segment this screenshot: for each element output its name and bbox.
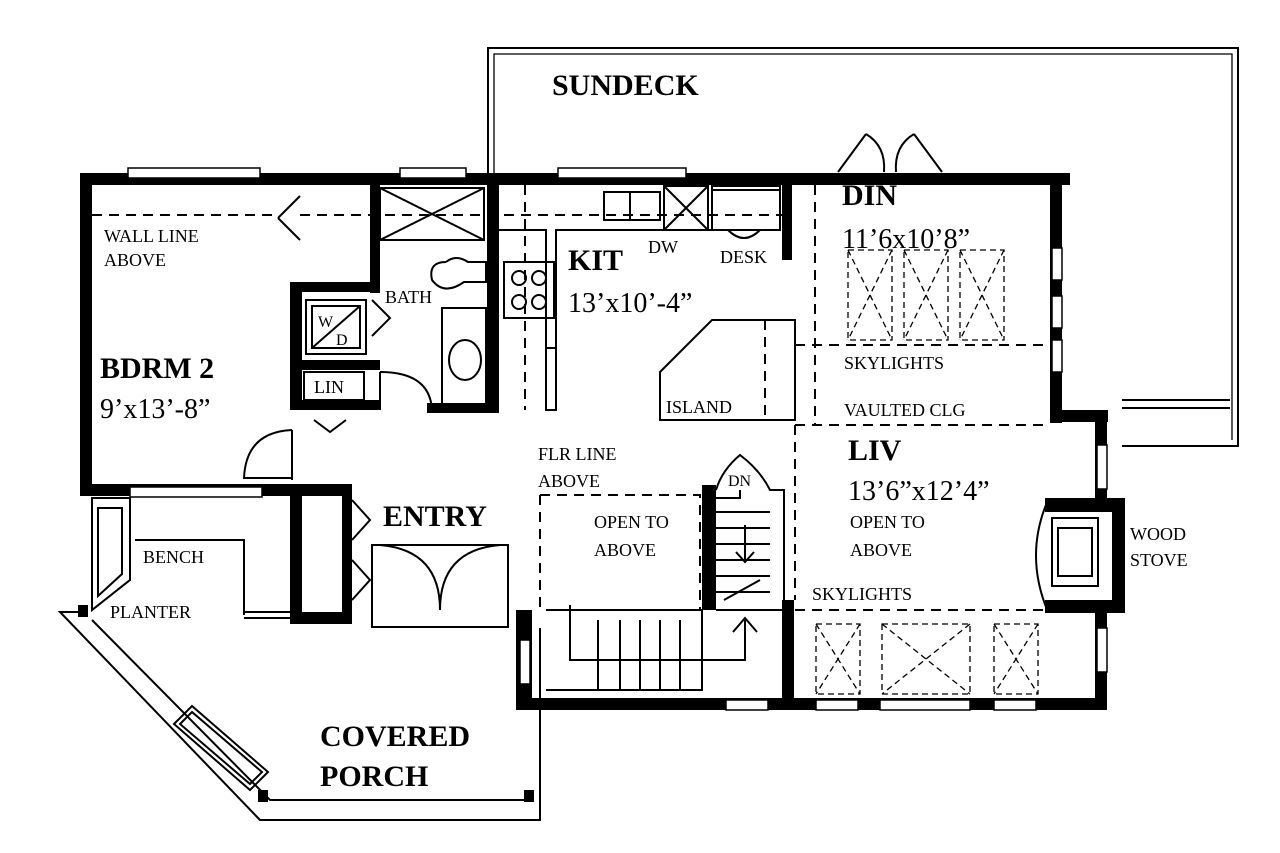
note-dw: DW	[648, 237, 678, 257]
note-washer: W	[318, 314, 334, 331]
note-vaulted-clg: VAULTED CLG	[844, 400, 966, 420]
note-open-to-2-above: ABOVE	[850, 540, 912, 560]
windows	[127, 167, 1108, 711]
note-planter: PLANTER	[110, 602, 191, 622]
note-skylights-din: SKYLIGHTS	[844, 353, 944, 373]
note-dn: DN	[728, 473, 752, 490]
note-wall-line: WALL LINE	[104, 226, 199, 246]
label-bdrm2-dim: 9’x13’-8”	[100, 394, 210, 425]
note-flr-line: FLR LINE	[538, 444, 617, 464]
label-covered: COVERED	[320, 720, 470, 753]
note-dryer: D	[336, 332, 348, 349]
note-wood: WOOD	[1130, 524, 1186, 544]
label-kit: KIT	[568, 244, 623, 277]
note-flr-line-above: ABOVE	[538, 471, 600, 491]
label-liv: LIV	[848, 434, 902, 467]
note-skylights-liv: SKYLIGHTS	[812, 584, 912, 604]
note-stove: STOVE	[1130, 550, 1188, 570]
note-lin: LIN	[314, 377, 344, 397]
label-din: DIN	[842, 179, 897, 212]
label-liv-dim: 13’6”x12’4”	[848, 476, 990, 507]
note-desk: DESK	[720, 247, 767, 267]
label-sundeck: SUNDECK	[552, 69, 699, 102]
label-entry: ENTRY	[383, 500, 487, 533]
note-wall-line-above: ABOVE	[104, 250, 166, 270]
note-open-to-1-above: ABOVE	[594, 540, 656, 560]
sundeck-outline	[487, 47, 1239, 447]
note-bench: BENCH	[143, 547, 204, 567]
label-kit-dim: 13’x10’-4”	[568, 288, 692, 319]
dashed-lines	[92, 185, 1050, 611]
note-open-to-2: OPEN TO	[850, 512, 925, 532]
label-bdrm2: BDRM 2	[100, 352, 214, 385]
note-open-to-1: OPEN TO	[594, 512, 669, 532]
note-bath: BATH	[385, 287, 432, 307]
fixtures	[57, 133, 1099, 821]
label-din-dim: 11’6x10’8”	[842, 224, 970, 255]
skylights	[815, 249, 1039, 695]
label-porch: PORCH	[320, 760, 428, 793]
note-island: ISLAND	[666, 397, 732, 417]
